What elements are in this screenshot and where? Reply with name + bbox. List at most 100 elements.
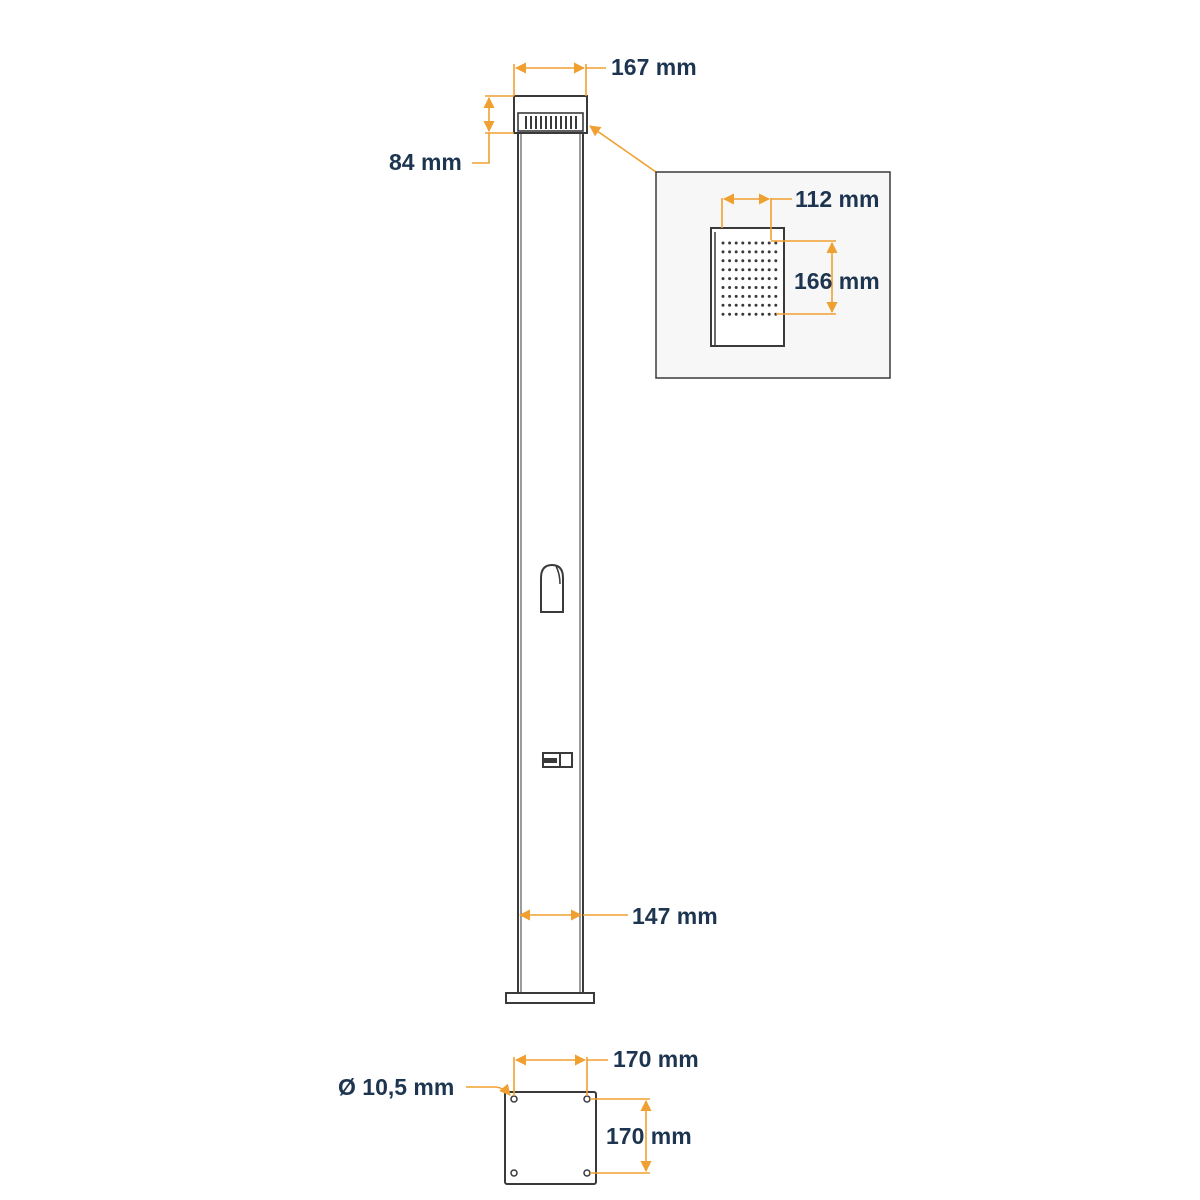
nozzle-dot [747, 277, 751, 281]
nozzle-dot [767, 259, 771, 263]
nozzle-dot [767, 286, 771, 289]
nozzle-dot [747, 294, 751, 298]
detail-leader-line [589, 125, 657, 173]
nozzle-dot [721, 303, 725, 307]
nozzle-dot [747, 268, 751, 272]
nozzle-dot [728, 250, 732, 254]
nozzle-dot [754, 303, 758, 307]
nozzle-dot [721, 294, 725, 298]
nozzle-dot [767, 294, 771, 298]
shower-column [505, 95, 595, 1004]
nozzle-dot [754, 259, 758, 263]
nozzle-dot [741, 312, 745, 316]
nozzle-dot [741, 294, 745, 298]
nozzle-dot [767, 241, 771, 245]
tap-valve [542, 752, 573, 768]
nozzle-dot [728, 241, 732, 245]
nozzle-dot [774, 286, 778, 289]
nozzle-dot [734, 303, 738, 307]
nozzle-dot [774, 259, 778, 263]
top-height-label: 84 mm [389, 149, 462, 175]
nozzle-dot [741, 277, 745, 281]
nozzle-dot [741, 241, 745, 245]
nozzle-dot [767, 303, 771, 307]
nozzle-dot [734, 250, 738, 254]
nozzle-dot [741, 259, 745, 263]
mounting-hole [510, 1169, 518, 1177]
shower-head-nozzles [721, 241, 778, 316]
nozzle-dot [721, 259, 725, 263]
nozzle-dot [761, 286, 765, 289]
nozzle-dot [754, 312, 758, 316]
nozzle-dot [721, 277, 725, 281]
nozzle-dot [728, 268, 732, 272]
nozzle-dot [747, 259, 751, 263]
nozzle-dot [754, 294, 758, 298]
nozzle-dot [754, 286, 758, 289]
shower-head-slots [525, 116, 577, 129]
nozzle-dot [761, 259, 765, 263]
nozzle-dot [761, 250, 765, 254]
hole-diameter-label: Ø 10,5 mm [338, 1074, 454, 1100]
nozzle-dot [721, 286, 725, 289]
nozzle-dot [761, 303, 765, 307]
nozzle-dot [741, 286, 745, 289]
nozzle-dot [761, 241, 765, 245]
top-width-dimension: 167 mm [513, 54, 697, 96]
nozzle-dot [761, 312, 765, 316]
nozzle-dot [728, 259, 732, 263]
base-plate-outline [504, 1091, 597, 1185]
shower-head-detail: 112 mm 166 mm [655, 171, 891, 379]
column-width-label: 147 mm [632, 903, 718, 929]
nozzle-dot [767, 268, 771, 272]
nozzle-dot [747, 286, 751, 289]
column-base-flange [505, 992, 595, 1004]
nozzle-dot [741, 303, 745, 307]
foot-shower-holder [540, 563, 564, 613]
nozzle-dot [728, 294, 732, 298]
nozzle-dot [728, 286, 732, 289]
nozzle-dot [761, 277, 765, 281]
nozzle-dot [754, 241, 758, 245]
nozzle-dot [767, 277, 771, 281]
nozzle-dot [767, 312, 771, 316]
nozzle-dot [734, 277, 738, 281]
nozzle-dot [774, 250, 778, 254]
nozzle-dot [774, 294, 778, 298]
nozzle-dot [741, 250, 745, 254]
nozzle-dot [747, 312, 751, 316]
nozzle-dot [728, 312, 732, 316]
nozzle-dot [734, 286, 738, 289]
nozzle-dot [721, 268, 725, 272]
nozzle-dot [721, 312, 725, 316]
column-body [517, 132, 584, 994]
nozzle-dot [734, 241, 738, 245]
nozzle-dot [728, 303, 732, 307]
nozzle-dot [761, 294, 765, 298]
base-width-label: 170 mm [613, 1046, 699, 1072]
nozzle-dot [747, 303, 751, 307]
nozzle-dot [734, 259, 738, 263]
base-depth-label: 170 mm [606, 1123, 692, 1149]
nozzle-dot [754, 277, 758, 281]
nozzle-dot [734, 294, 738, 298]
nozzle-dot [734, 268, 738, 272]
nozzle-dot [754, 250, 758, 254]
nozzle-dot [734, 312, 738, 316]
nozzle-dot [761, 268, 765, 272]
top-width-label: 167 mm [611, 54, 697, 80]
nozzle-dot [774, 303, 778, 307]
base-plate: 170 mm 170 mm Ø 10,5 mm [338, 1046, 699, 1185]
nozzle-dot [767, 250, 771, 254]
nozzle-dot [754, 268, 758, 272]
nozzle-dot [721, 241, 725, 245]
nozzle-dot [741, 268, 745, 272]
head-width-label: 112 mm [795, 186, 879, 212]
shower-head-grille [517, 112, 584, 132]
nozzle-dot [747, 241, 751, 245]
nozzle-dot [728, 277, 732, 281]
top-height-dimension: 84 mm [389, 95, 514, 175]
nozzle-dot [774, 268, 778, 272]
column-width-dimension: 147 mm [518, 903, 718, 929]
